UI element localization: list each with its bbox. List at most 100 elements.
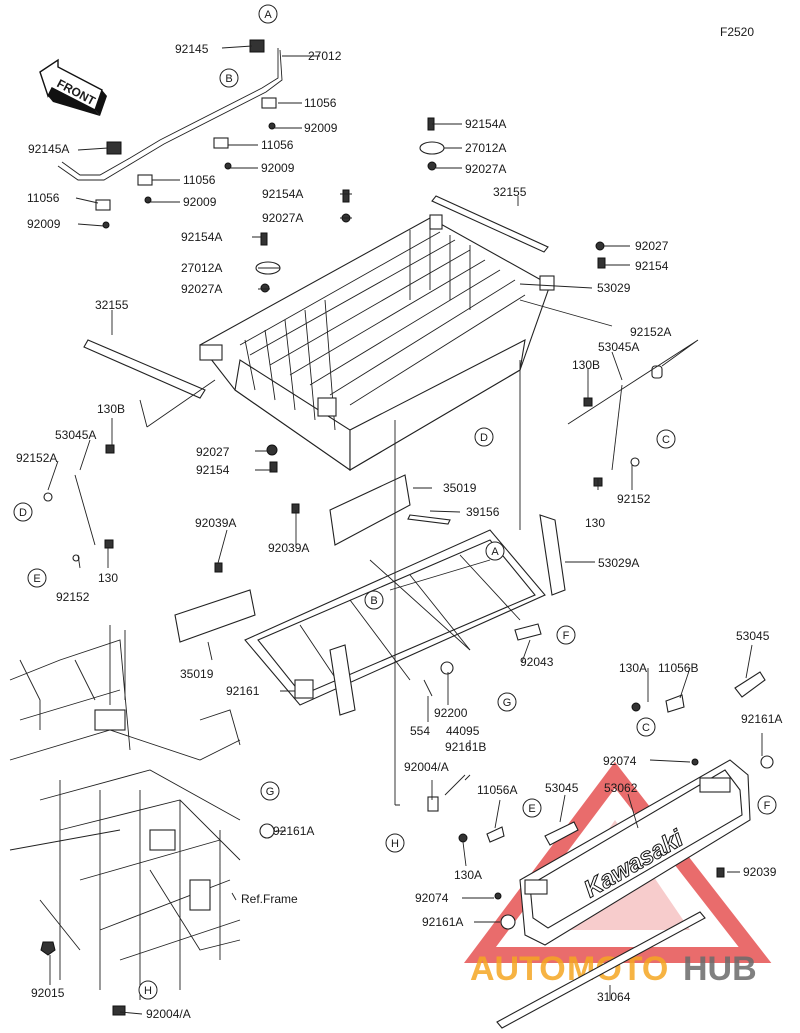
part-label: 92161B [445, 740, 486, 754]
svg-text:B: B [225, 73, 232, 85]
part-label: 130B [572, 358, 600, 372]
part-label: 92154A [181, 230, 222, 244]
part-label: 554 [410, 724, 430, 738]
part-label: 92027A [262, 211, 303, 225]
bolt-92009-b [224, 162, 232, 170]
part-label: 92152A [630, 325, 671, 339]
part-label: 92154 [196, 463, 230, 477]
ref-circle-d-left: D [13, 502, 33, 522]
svg-text:B: B [370, 595, 377, 607]
svg-text:G: G [503, 697, 512, 709]
part-labels: 92145 27012 11056 92009 11056 92009 9214… [16, 42, 782, 1021]
part-label: 92027A [181, 282, 222, 296]
cable-rod-assembly [57, 39, 283, 229]
part-label: 92039A [268, 541, 309, 555]
part-label: 32155 [493, 185, 527, 199]
part-label: 92200 [434, 706, 468, 720]
svg-text:D: D [19, 507, 27, 519]
ref-circle-d-bed: D [474, 427, 494, 447]
part-label: 53029 [597, 281, 631, 295]
part-label: 53045 [545, 781, 579, 795]
bed-corner-front-right [317, 397, 337, 417]
part-label: 92152 [56, 590, 90, 604]
ref-circle-a-top: A [258, 4, 278, 24]
part-label: 44095 [446, 724, 480, 738]
part-label: 92004/A [404, 760, 449, 774]
bar-32155-rear [431, 195, 549, 253]
part-label: 130A [454, 868, 482, 882]
svg-text:F: F [764, 800, 771, 812]
ref-circle-g-frame-ref: G [260, 781, 280, 801]
svg-text:C: C [642, 722, 650, 734]
ref-circle-g-frame: G [497, 692, 517, 712]
bolt-92009-d [102, 221, 110, 229]
bar-32155-left [83, 339, 206, 399]
watermark-text-hub: HUB [683, 950, 757, 988]
ref-circle-h-frame: H [138, 980, 158, 1000]
part-label: 92043 [520, 655, 554, 669]
part-label: 31064 [597, 990, 631, 1004]
subframe-fasteners [214, 503, 466, 812]
vehicle-frame-ref [9, 625, 275, 1016]
clip-92145a [106, 141, 122, 155]
rod-31064 [496, 911, 706, 1029]
part-label: 92145 [175, 42, 209, 56]
plate-39156 [407, 514, 451, 525]
svg-text:A: A [491, 546, 499, 558]
part-label: 32155 [95, 298, 129, 312]
ref-circle-f-frame: F [556, 625, 576, 645]
part-label: 11056 [304, 96, 337, 110]
front-arrow-icon: FRONT [39, 58, 107, 116]
bed-corner-front-left [199, 344, 223, 361]
part-label: 92027A [465, 162, 506, 176]
part-label: 130A [619, 661, 647, 675]
part-label: 130 [585, 516, 605, 530]
frame-bracket-53029a [539, 514, 566, 596]
tailgate: Kawasaki [458, 671, 774, 1029]
part-label: 27012A [181, 261, 222, 275]
part-label: 11056 [27, 191, 60, 205]
part-label: 92161A [422, 915, 463, 929]
ref-circle-h-tailgate: H [385, 833, 405, 853]
cargo-bed [199, 195, 555, 472]
panel-35019-lower [174, 589, 256, 643]
bed-corner-rear-left [429, 214, 443, 230]
frame-bracket-left [329, 644, 356, 716]
part-label: 92154A [465, 117, 506, 131]
ref-circle-c-right: C [656, 429, 676, 449]
figure-code: F2520 [720, 25, 754, 39]
part-label: 11056A [477, 783, 517, 797]
bolt-92004a-lower [112, 1005, 126, 1016]
spacer-92161 [294, 679, 314, 699]
part-label: 92009 [183, 195, 217, 209]
part-label: 92145A [28, 142, 69, 156]
support-strut-left [43, 444, 115, 562]
part-label: 53045A [598, 340, 639, 354]
grommet-92161a [259, 823, 275, 839]
svg-text:C: C [662, 434, 670, 446]
bracket-11056-a [261, 97, 277, 109]
ref-circle-a-frame: A [485, 541, 505, 561]
ref-circle-f-tailgate: F [757, 795, 777, 815]
svg-text:F: F [563, 630, 570, 642]
svg-text:A: A [264, 9, 272, 21]
grommet-92161a-lower [500, 914, 516, 930]
grommet-92161a-right [760, 755, 774, 769]
part-label: 92161 [226, 684, 260, 698]
part-label: 92161A [273, 824, 314, 838]
bolt-92009-a [268, 122, 276, 130]
part-label: 92074 [415, 891, 449, 905]
latch-53045-left [544, 821, 579, 846]
ref-circle-b-top: B [219, 68, 239, 88]
part-label: 92039 [743, 865, 777, 879]
part-label: 92152A [16, 451, 57, 465]
part-label: 92154 [635, 259, 669, 273]
ref-frame-label: Ref.Frame [241, 892, 298, 906]
pin-92043 [514, 623, 542, 641]
part-label: 92004/A [146, 1007, 191, 1021]
svg-text:D: D [480, 432, 488, 444]
clip-92145 [249, 39, 265, 53]
part-label: 92161A [741, 712, 782, 726]
bracket-11056a [486, 826, 505, 843]
